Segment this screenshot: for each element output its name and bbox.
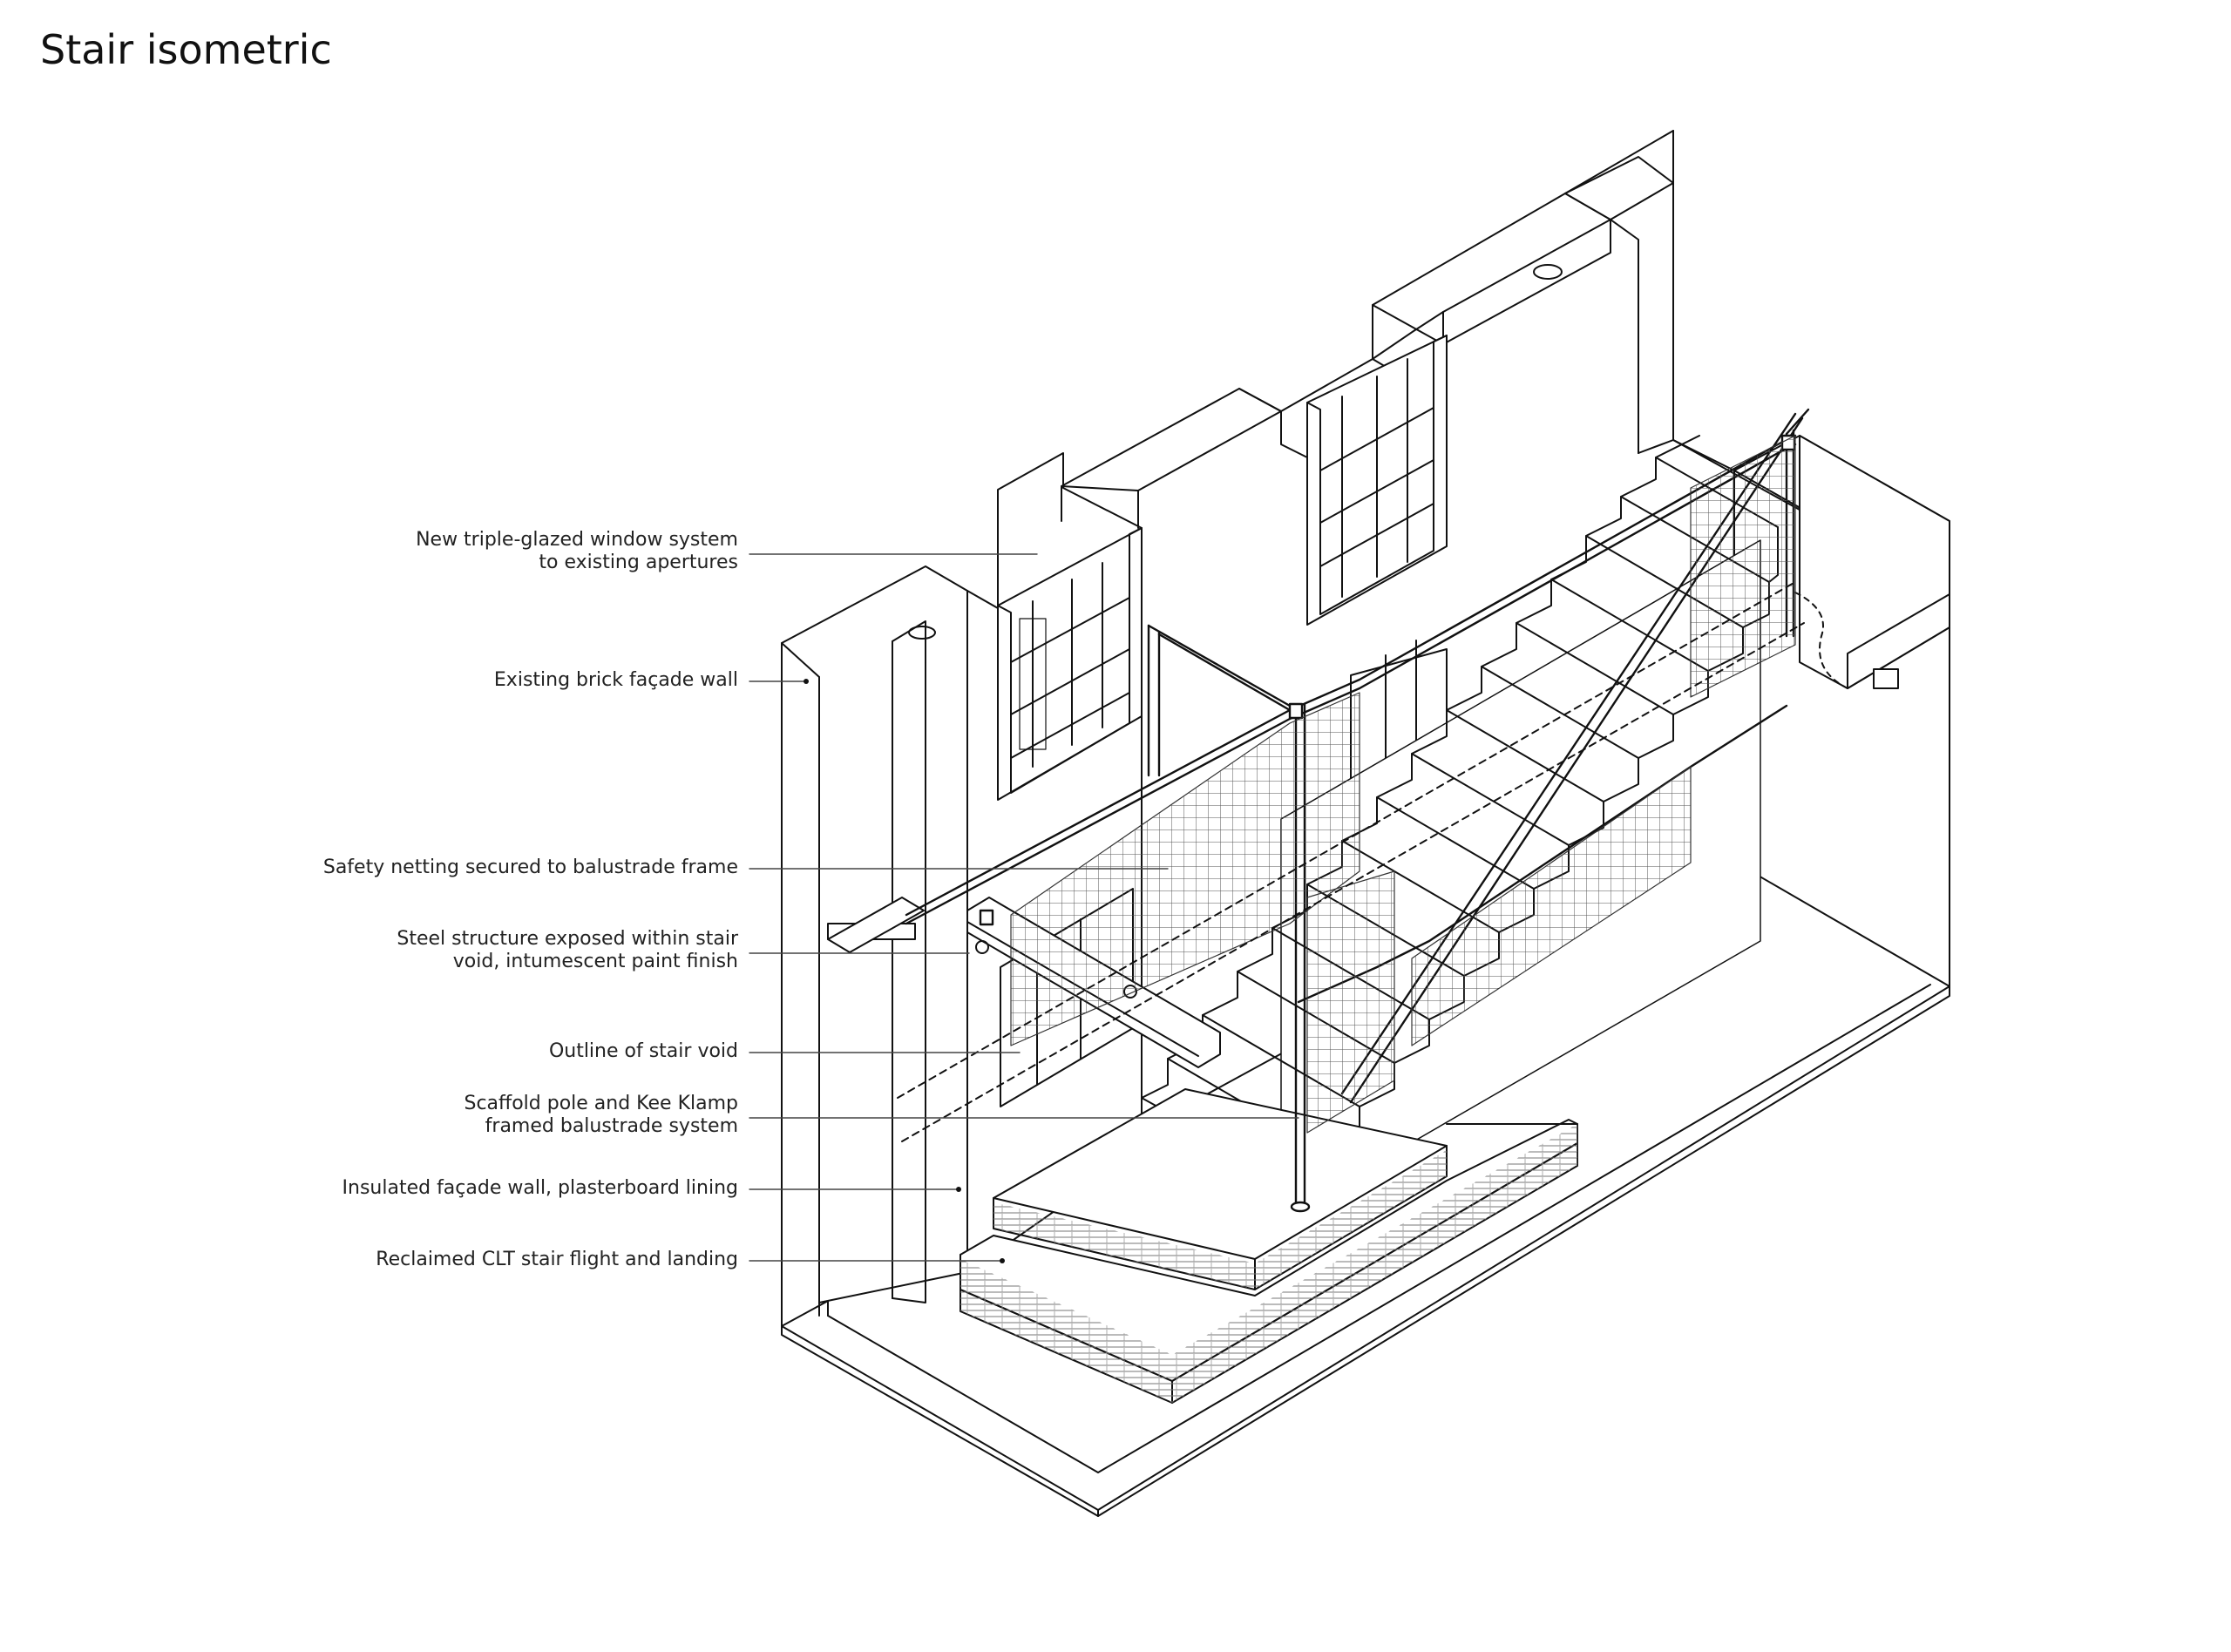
leader-lines (749, 553, 1299, 1262)
label-brick-wall: Existing brick façade wall (493, 669, 738, 691)
landing-upper (993, 1088, 1448, 1290)
page-title: Stair isometric (40, 26, 332, 73)
label-balustrade: Scaffold pole and Kee Klamp framed balus… (464, 1093, 739, 1137)
leader-dots (804, 679, 1005, 1263)
label-void: Outline of stair void (548, 1040, 738, 1062)
label-clt-stair: Reclaimed CLT stair flight and landing (376, 1249, 738, 1270)
window-right (1306, 335, 1448, 626)
label-netting: Safety netting secured to balustrade fra… (322, 856, 738, 878)
label-window: New triple-glazed window system to exist… (416, 529, 738, 573)
label-steel: Steel structure exposed within stair voi… (397, 928, 738, 972)
landing-lower (960, 1119, 1578, 1404)
label-insulated-wall: Insulated façade wall, plasterboard lini… (342, 1177, 738, 1199)
stair-void-outline (897, 581, 1805, 1142)
window-left (997, 527, 1143, 801)
safety-netting (1010, 435, 1796, 1134)
